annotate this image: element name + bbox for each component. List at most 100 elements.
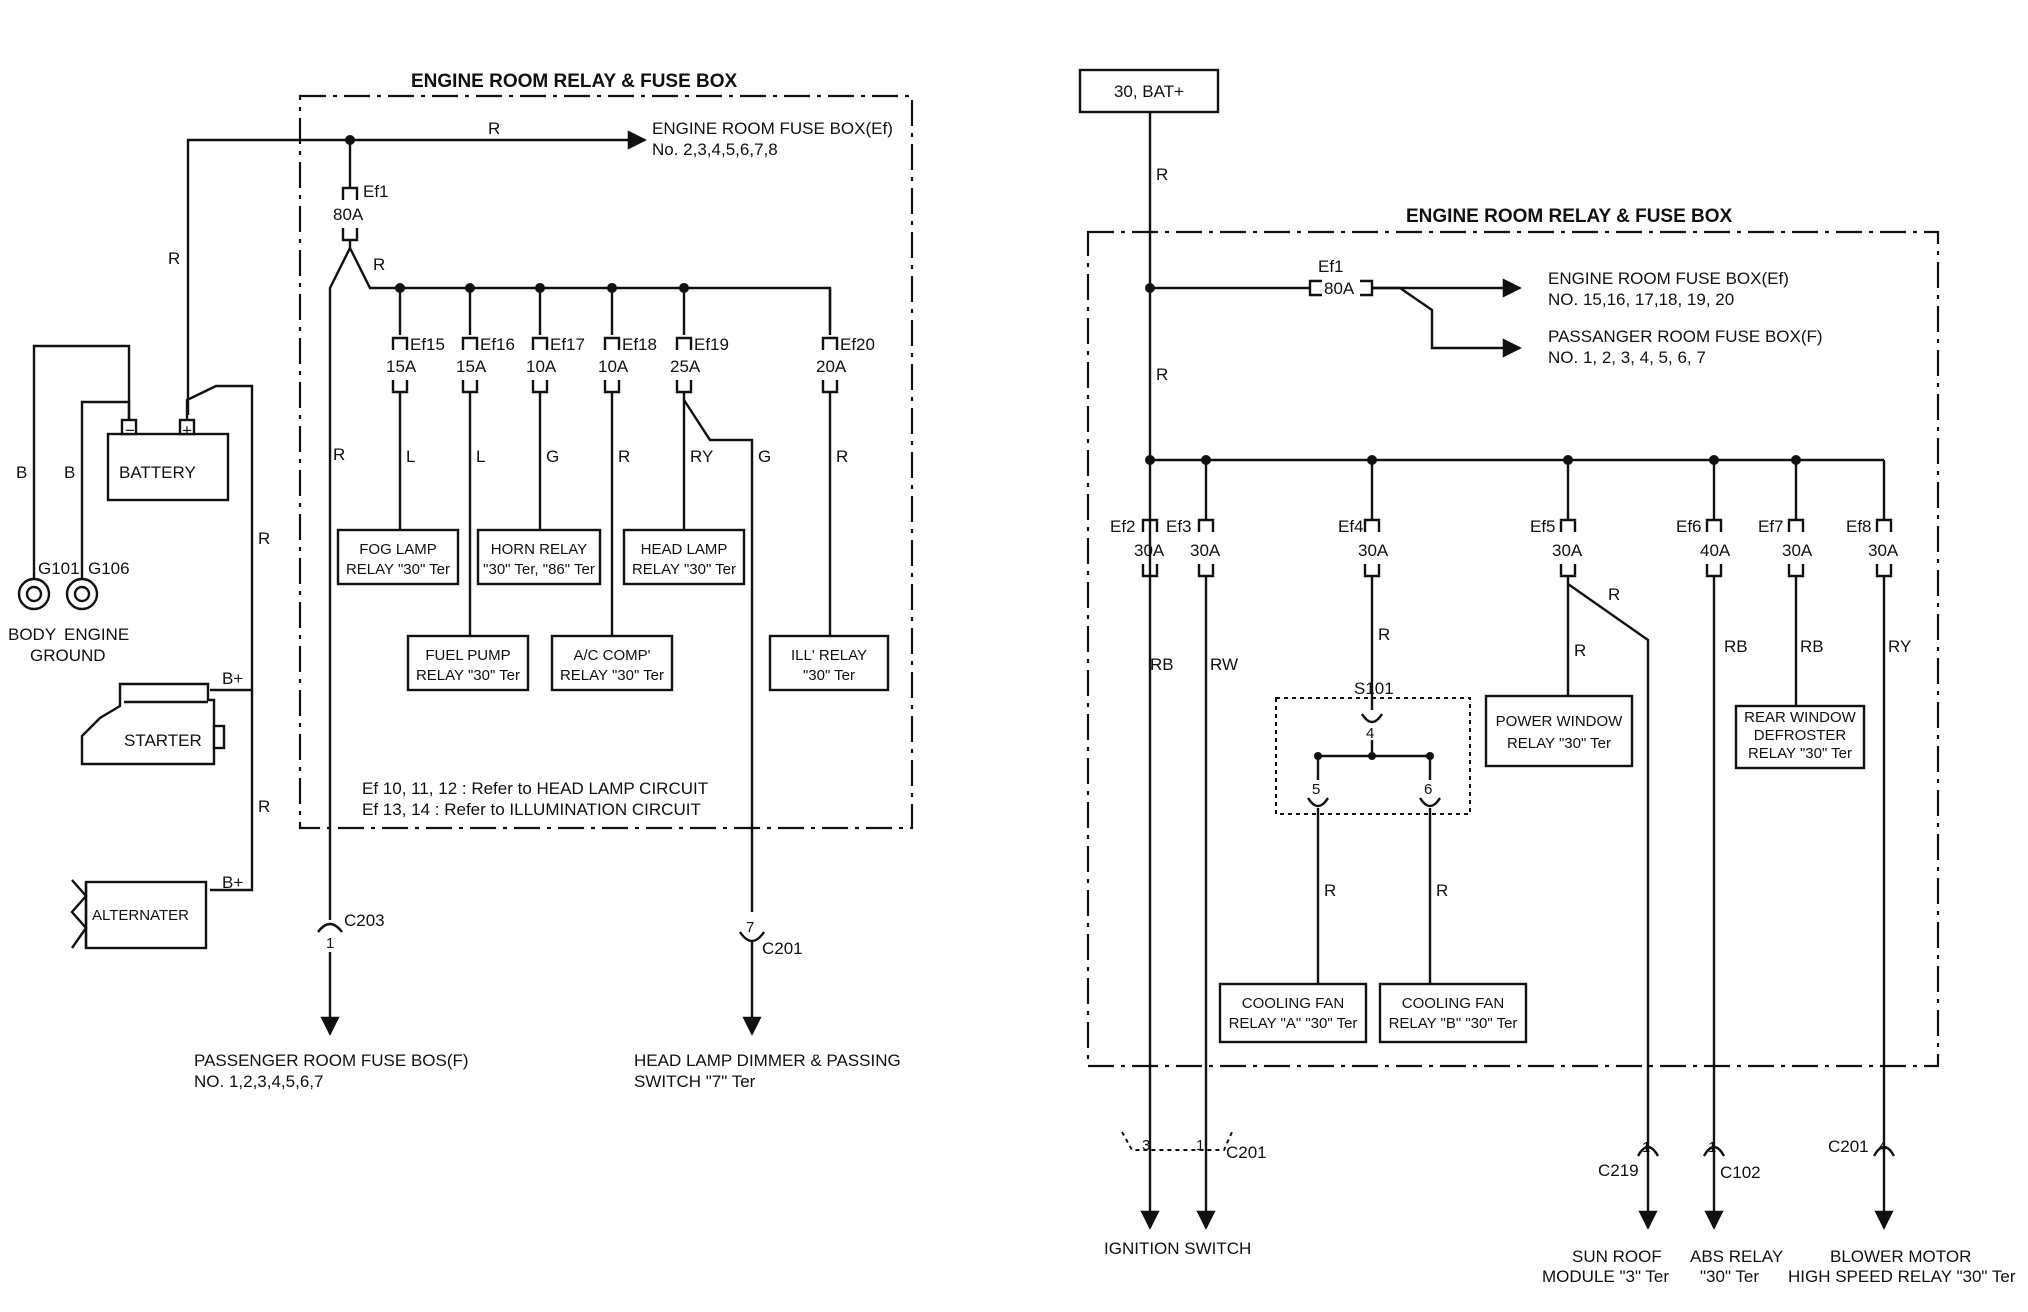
svg-text:C201: C201 bbox=[762, 939, 803, 958]
right-relay-cooling-fan-b: COOLING FAN RELAY "B" "30" Ter bbox=[1378, 982, 1528, 1044]
right-title: ENGINE ROOM RELAY & FUSE BOX bbox=[1406, 206, 1733, 227]
svg-text:R: R bbox=[1156, 165, 1168, 184]
ground-g101 bbox=[17, 577, 51, 611]
svg-text:15A: 15A bbox=[386, 357, 417, 376]
left-ef-destination-2: No. 2,3,4,5,6,7,8 bbox=[652, 140, 778, 159]
svg-text:B+: B+ bbox=[222, 669, 243, 688]
svg-text:REAR WINDOW: REAR WINDOW bbox=[1744, 709, 1857, 726]
right-relay-power-window: POWER WINDOW RELAY "30" Ter bbox=[1484, 694, 1634, 768]
svg-text:RELAY "30" Ter: RELAY "30" Ter bbox=[1507, 735, 1611, 752]
left-note-2: Ef 13, 14 : Refer to ILLUMINATION CIRCUI… bbox=[362, 800, 701, 819]
battery: − + BATTERY bbox=[106, 418, 230, 502]
right-dest-ignition-switch: IGNITION SWITCH bbox=[1104, 1239, 1251, 1258]
svg-text:RELAY "B" "30" Ter: RELAY "B" "30" Ter bbox=[1389, 1015, 1518, 1032]
svg-text:C201: C201 bbox=[1226, 1143, 1267, 1162]
left-dest-passenger-fuse-box-1: PASSENGER ROOM FUSE BOS(F) bbox=[194, 1051, 469, 1070]
svg-text:DEFROSTER: DEFROSTER bbox=[1754, 727, 1847, 744]
svg-text:G101: G101 bbox=[38, 559, 80, 578]
left-fuse-ef17: Ef17 10A G bbox=[526, 288, 585, 530]
ground-g106 bbox=[65, 577, 99, 611]
svg-text:G106: G106 bbox=[88, 559, 130, 578]
svg-text:15A: 15A bbox=[456, 357, 487, 376]
svg-text:−: − bbox=[125, 421, 135, 440]
svg-text:RELAY "A" "30" Ter: RELAY "A" "30" Ter bbox=[1229, 1015, 1358, 1032]
left-diagram: ENGINE ROOM RELAY & FUSE BOX R R ENGINE … bbox=[8, 71, 914, 1091]
starter: STARTER bbox=[80, 682, 226, 766]
svg-text:R: R bbox=[1156, 365, 1168, 384]
left-relay-ac-comp: A/C COMP' RELAY "30" Ter bbox=[550, 634, 674, 692]
left-fuse-box-border bbox=[298, 94, 914, 830]
svg-text:5: 5 bbox=[1312, 781, 1320, 798]
right-fuse-ef3: Ef3 30A RW bbox=[1166, 460, 1238, 1230]
svg-text:10A: 10A bbox=[598, 357, 629, 376]
svg-text:C102: C102 bbox=[1720, 1163, 1761, 1182]
svg-text:B: B bbox=[16, 463, 27, 482]
right-fuse-box-border bbox=[1086, 230, 1940, 1068]
right-fuse-ef2: Ef2 30A RB bbox=[1110, 517, 1174, 674]
left-fuse-ef19: Ef19 25A RY G bbox=[670, 288, 771, 912]
svg-text:10A: 10A bbox=[526, 357, 557, 376]
left-ef-destination-1: ENGINE ROOM FUSE BOX(Ef) bbox=[652, 119, 893, 138]
svg-text:30A: 30A bbox=[1552, 541, 1583, 560]
svg-text:Ef3: Ef3 bbox=[1166, 517, 1192, 536]
svg-text:RB: RB bbox=[1800, 637, 1824, 656]
svg-text:Ef2: Ef2 bbox=[1110, 517, 1136, 536]
left-ef1-fuse-symbol bbox=[341, 186, 359, 200]
svg-text:COOLING FAN: COOLING FAN bbox=[1242, 995, 1345, 1012]
svg-text:L: L bbox=[406, 447, 415, 466]
alternator: ALTERNATER bbox=[70, 879, 208, 950]
right-dest-sunroof-1: SUN ROOF bbox=[1572, 1247, 1662, 1266]
svg-text:C219: C219 bbox=[1598, 1161, 1639, 1180]
right-dest-abs-relay-1: ABS RELAY bbox=[1690, 1247, 1783, 1266]
svg-text:1: 1 bbox=[326, 935, 334, 952]
right-out-engine-room-2: NO. 15,16, 17,18, 19, 20 bbox=[1548, 290, 1734, 309]
right-dest-abs-relay-2: "30" Ter bbox=[1700, 1267, 1759, 1286]
svg-text:R: R bbox=[836, 447, 848, 466]
svg-text:R: R bbox=[373, 255, 385, 274]
svg-text:STARTER: STARTER bbox=[124, 731, 202, 750]
svg-text:RELAY "30" Ter: RELAY "30" Ter bbox=[416, 667, 520, 684]
svg-text:ILL' RELAY: ILL' RELAY bbox=[791, 647, 867, 664]
connector-c203 bbox=[317, 922, 343, 933]
left-fuse-ef16: Ef16 15A L bbox=[456, 288, 515, 636]
svg-text:30A: 30A bbox=[1868, 541, 1899, 560]
right-out-passenger-2: NO. 1, 2, 3, 4, 5, 6, 7 bbox=[1548, 348, 1706, 367]
connector-c201-right-ignition bbox=[1121, 1131, 1233, 1151]
svg-text:3: 3 bbox=[1142, 1137, 1150, 1154]
svg-text:HEAD LAMP: HEAD LAMP bbox=[641, 541, 728, 558]
svg-text:RB: RB bbox=[1150, 655, 1174, 674]
right-out-passenger-1: PASSANGER ROOM FUSE BOX(F) bbox=[1548, 327, 1823, 346]
svg-text:RELAY "30" Ter: RELAY "30" Ter bbox=[632, 561, 736, 578]
svg-text:20A: 20A bbox=[816, 357, 847, 376]
svg-text:B: B bbox=[64, 463, 75, 482]
svg-text:30, BAT+: 30, BAT+ bbox=[1114, 82, 1184, 101]
left-dest-head-lamp-dimmer-2: SWITCH "7" Ter bbox=[634, 1072, 756, 1091]
connector-c201-left bbox=[739, 931, 765, 943]
svg-text:Ef19: Ef19 bbox=[694, 335, 729, 354]
right-fuse-ef7: Ef7 30A RB bbox=[1758, 460, 1824, 706]
right-out-engine-room-1: ENGINE ROOM FUSE BOX(Ef) bbox=[1548, 269, 1789, 288]
svg-text:R: R bbox=[258, 529, 270, 548]
svg-text:30A: 30A bbox=[1134, 541, 1165, 560]
right-dest-blower-motor-1: BLOWER MOTOR bbox=[1830, 1247, 1971, 1266]
svg-text:RELAY "30" Ter: RELAY "30" Ter bbox=[1748, 745, 1852, 762]
svg-text:7: 7 bbox=[746, 919, 754, 936]
left-passenger-feed bbox=[328, 247, 352, 920]
svg-text:FOG LAMP: FOG LAMP bbox=[359, 541, 437, 558]
right-dest-sunroof-2: MODULE "3" Ter bbox=[1542, 1267, 1669, 1286]
svg-text:4: 4 bbox=[1366, 725, 1374, 742]
svg-text:+: + bbox=[182, 421, 192, 440]
svg-text:1: 1 bbox=[1642, 1139, 1650, 1156]
connector-c219 bbox=[1636, 1145, 1660, 1157]
svg-text:R: R bbox=[618, 447, 630, 466]
svg-text:Ef8: Ef8 bbox=[1846, 517, 1872, 536]
right-fuse-ef5: Ef5 30A R R bbox=[1530, 460, 1658, 1230]
svg-text:6: 6 bbox=[1424, 781, 1432, 798]
svg-text:R: R bbox=[1574, 641, 1586, 660]
splice-s101 bbox=[1275, 697, 1471, 815]
svg-text:ALTERNATER: ALTERNATER bbox=[92, 907, 189, 924]
svg-text:HORN RELAY: HORN RELAY bbox=[491, 541, 587, 558]
left-dest-passenger-fuse-box-2: NO. 1,2,3,4,5,6,7 bbox=[194, 1072, 323, 1091]
